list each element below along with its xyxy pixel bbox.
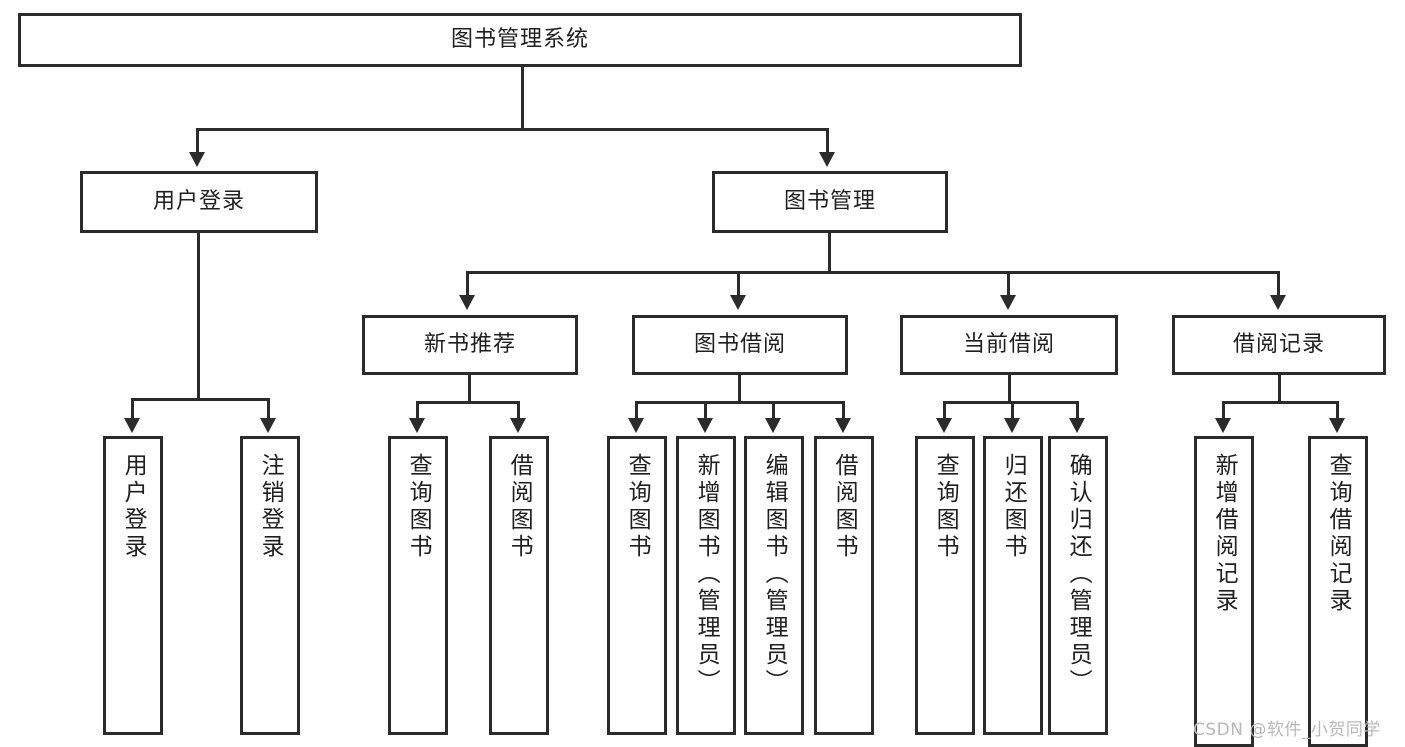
- arrow-bb-child3: [765, 418, 781, 433]
- connector-bb-child3: [772, 401, 775, 420]
- leaf-cb-return-book[interactable]: 归还图书: [983, 436, 1043, 735]
- node-label: 当前借阅: [962, 332, 1055, 358]
- node-label: 图书管理系统: [450, 27, 589, 53]
- connector-to-book-management: [826, 128, 829, 155]
- connector-cb-child2: [1011, 401, 1014, 420]
- node-label: 查询图书: [405, 453, 432, 561]
- node-label: 图书管理: [783, 189, 876, 215]
- node-label: 借阅图书: [831, 453, 858, 561]
- arrow-user-login-child1: [124, 418, 140, 433]
- node-book-management[interactable]: 图书管理: [712, 171, 948, 233]
- leaf-nbr-query-book[interactable]: 查询图书: [388, 436, 448, 735]
- leaf-br-query-record[interactable]: 查询借阅记录: [1308, 436, 1368, 747]
- connector-cb-child3: [1076, 401, 1079, 420]
- arrow-cb-child1: [936, 418, 952, 433]
- leaf-br-add-record[interactable]: 新增借阅记录: [1194, 436, 1254, 747]
- connector-to-borrow-record: [1277, 271, 1280, 298]
- arrow-bb-child4: [835, 418, 851, 433]
- connector-new-book-recommend-stem: [468, 375, 471, 403]
- arrow-br-child2: [1329, 418, 1345, 433]
- node-label: 注销登录: [257, 453, 284, 561]
- connector-current-borrow-bus: [943, 401, 1078, 404]
- connector-user-login-child1: [131, 398, 134, 420]
- connector-user-login-bus: [131, 398, 269, 401]
- arrow-to-borrow-record: [1270, 295, 1286, 310]
- node-label: 查询图书: [932, 453, 959, 561]
- connector-borrow-record-bus: [1222, 401, 1338, 404]
- arrow-bb-child2: [697, 418, 713, 433]
- leaf-user-login[interactable]: 用户登录: [103, 436, 163, 735]
- leaf-bb-query-book[interactable]: 查询图书: [607, 436, 667, 735]
- connector-nbr-child2: [517, 401, 520, 420]
- arrow-br-child1: [1215, 418, 1231, 433]
- leaf-cb-confirm-return-admin[interactable]: 确认归还（管理员）: [1048, 436, 1108, 735]
- node-label: 查询图书: [624, 453, 651, 561]
- connector-book-management-stem: [828, 233, 831, 273]
- connector-book-borrow-bus: [635, 401, 845, 404]
- node-label: 编辑图书（管理员）: [761, 453, 788, 696]
- connector-current-borrow-stem: [1008, 375, 1011, 403]
- leaf-bb-edit-book-admin[interactable]: 编辑图书（管理员）: [744, 436, 804, 735]
- node-label: 新书推荐: [423, 332, 516, 358]
- node-label: 借阅图书: [506, 453, 533, 561]
- connector-br-child2: [1336, 401, 1339, 420]
- connector-level2-bus: [196, 128, 828, 131]
- arrow-bb-child1: [628, 418, 644, 433]
- connector-bb-child1: [635, 401, 638, 420]
- connector-book-borrow-stem: [738, 375, 741, 403]
- arrow-user-login-child2: [260, 418, 276, 433]
- node-label: 新增图书（管理员）: [693, 453, 720, 696]
- connector-br-child1: [1222, 401, 1225, 420]
- connector-to-new-book-recommend: [466, 271, 469, 298]
- node-label: 归还图书: [1000, 453, 1027, 561]
- connector-bb-child2: [704, 401, 707, 420]
- arrow-nbr-child1: [409, 418, 425, 433]
- arrow-to-book-management: [819, 152, 835, 167]
- leaf-nbr-borrow-book[interactable]: 借阅图书: [489, 436, 549, 735]
- node-label: 确认归还（管理员）: [1065, 453, 1092, 696]
- node-label: 图书借阅: [693, 332, 786, 358]
- connector-borrow-record-stem: [1278, 375, 1281, 403]
- node-label: 借阅记录: [1232, 332, 1325, 358]
- node-label: 新增借阅记录: [1211, 453, 1238, 615]
- node-label: 查询借阅记录: [1325, 453, 1352, 615]
- node-user-login[interactable]: 用户登录: [80, 171, 318, 233]
- node-book-borrow[interactable]: 图书借阅: [632, 315, 848, 375]
- node-label: 用户登录: [120, 453, 147, 561]
- connector-cb-child1: [943, 401, 946, 420]
- connector-user-login-stem: [197, 233, 200, 400]
- connector-nbr-child1: [416, 401, 419, 420]
- arrow-to-current-borrow: [1000, 295, 1016, 310]
- arrow-to-new-book-recommend: [459, 295, 475, 310]
- leaf-bb-borrow-book[interactable]: 借阅图书: [814, 436, 874, 735]
- arrow-cb-child2: [1004, 418, 1020, 433]
- connector-level3-bus: [466, 271, 1280, 274]
- node-root-book-management-system[interactable]: 图书管理系统: [18, 13, 1022, 67]
- connector-to-current-borrow: [1007, 271, 1010, 298]
- arrow-cb-child3: [1069, 418, 1085, 433]
- leaf-cb-query-book[interactable]: 查询图书: [915, 436, 975, 735]
- node-borrow-record[interactable]: 借阅记录: [1172, 315, 1386, 375]
- arrow-nbr-child2: [510, 418, 526, 433]
- connector-to-book-borrow: [737, 271, 740, 298]
- connector-root-stem: [521, 67, 524, 130]
- leaf-logout[interactable]: 注销登录: [240, 436, 300, 735]
- connector-to-user-login: [196, 128, 199, 155]
- connector-user-login-child2: [267, 398, 270, 420]
- node-new-book-recommend[interactable]: 新书推荐: [362, 315, 578, 375]
- connector-bb-child4: [842, 401, 845, 420]
- node-label: 用户登录: [152, 189, 245, 215]
- connector-new-book-recommend-bus: [416, 401, 520, 404]
- leaf-bb-add-book-admin[interactable]: 新增图书（管理员）: [676, 436, 736, 735]
- arrow-to-book-borrow: [730, 295, 746, 310]
- arrow-to-user-login: [189, 152, 205, 167]
- node-current-borrow[interactable]: 当前借阅: [900, 315, 1118, 375]
